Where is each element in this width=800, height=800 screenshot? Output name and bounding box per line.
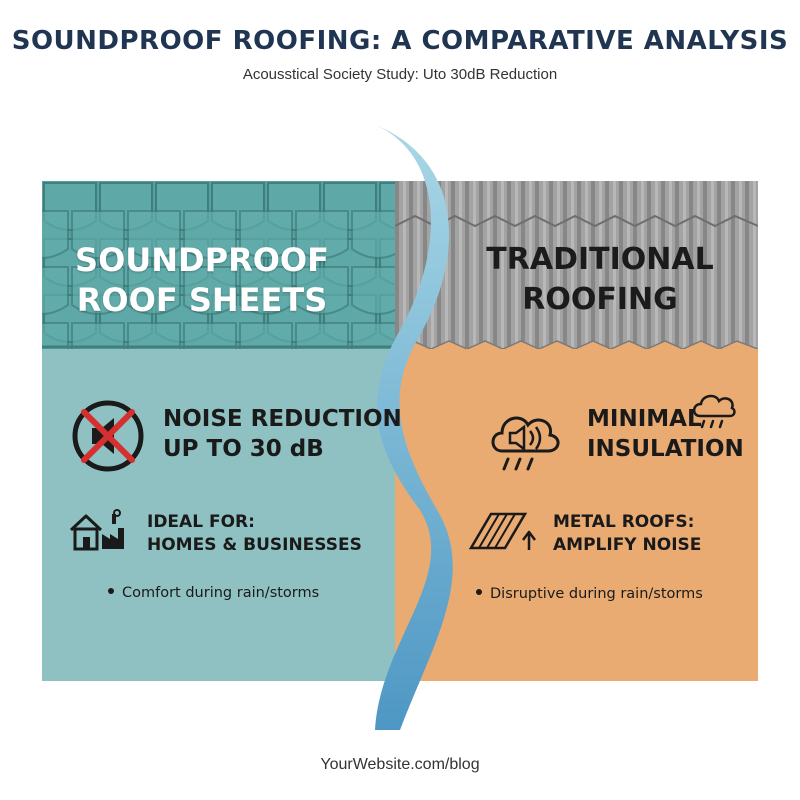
traditional-roof-sheets xyxy=(395,181,758,349)
page-subtitle: Acousstical Society Study: Uto 30dB Redu… xyxy=(242,66,558,83)
rain-cloud-icon xyxy=(692,394,736,429)
bullet-icon xyxy=(476,589,482,595)
noise-reduction-text: NOISE REDUCTION UP TO 30 dB xyxy=(163,406,402,462)
metal-roofs-text: METAL ROOFS: AMPLIFY NOISE xyxy=(553,512,702,555)
list-item: Comfort during rain/storms xyxy=(108,585,319,601)
ideal-for-text: IDEAL FOR: HOMES & BUSINESSES xyxy=(147,512,362,555)
house-factory-icon xyxy=(69,509,124,551)
minimal-insulation-text: MINIMAL INSULATION xyxy=(587,406,744,462)
rain-cloud-speaker-icon xyxy=(491,416,560,471)
soundproof-roof-tiles xyxy=(42,181,432,349)
footer-url[interactable]: YourWebsite.com/blog xyxy=(320,756,480,773)
metal-sheet-icon xyxy=(469,512,536,550)
traditional-heading: TRADITIONAL ROOFING xyxy=(486,242,714,317)
traditional-panel xyxy=(395,181,758,681)
bullet-icon xyxy=(108,588,114,594)
muted-speaker-icon xyxy=(72,400,144,472)
page-title: SOUNDPROOF ROOFING: A COMPARATIVE ANALYS… xyxy=(11,26,789,56)
list-item: Disruptive during rain/storms xyxy=(476,586,703,602)
soundproof-heading: SOUNDPROOF ROOF SHEETS xyxy=(75,241,329,319)
